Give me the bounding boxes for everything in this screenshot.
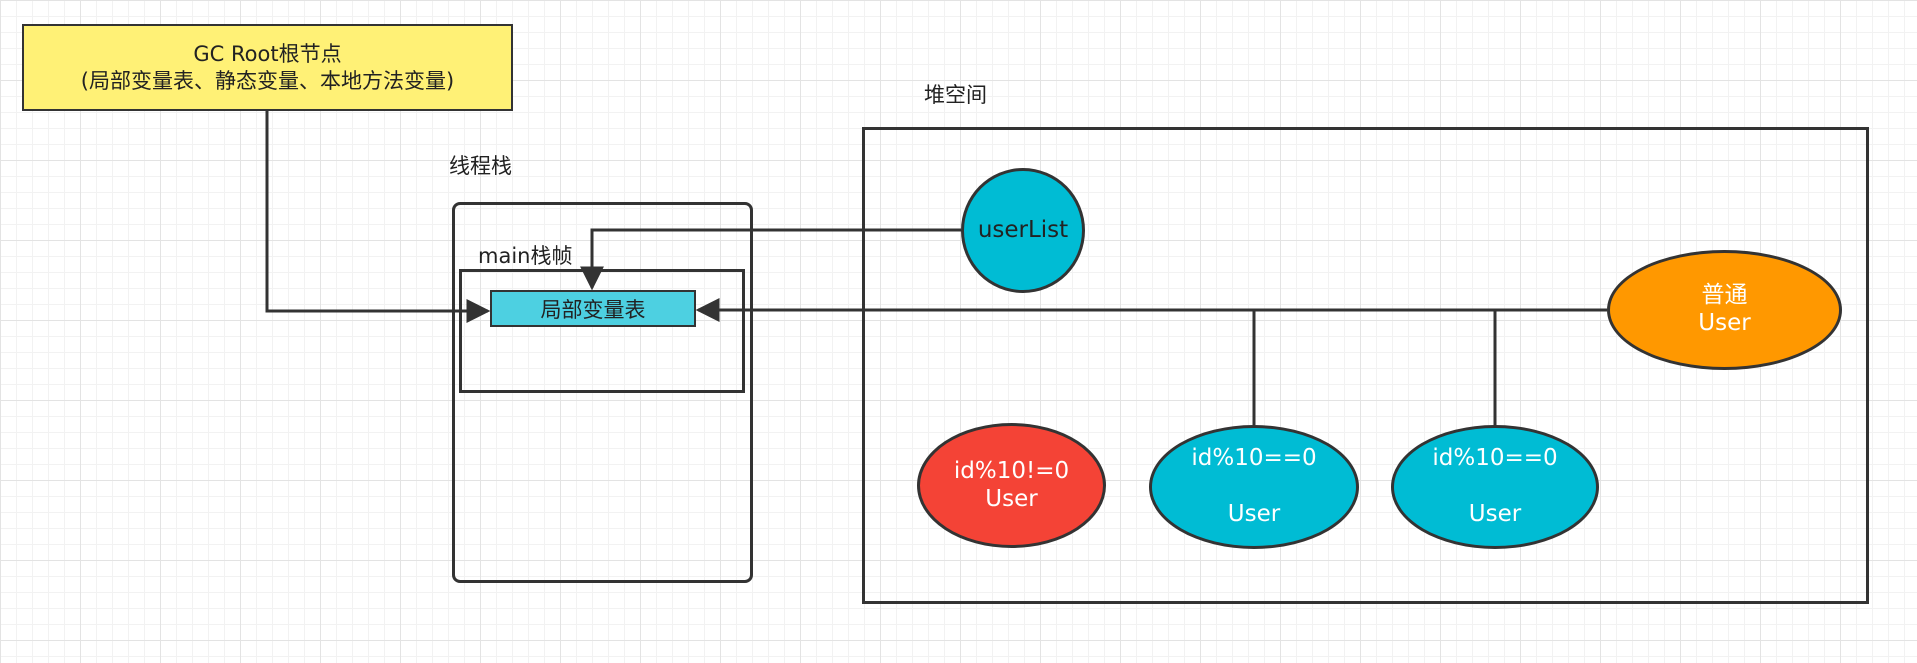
heap-label: 堆空间	[924, 83, 987, 107]
garbage-user-line1: id%10!=0	[953, 457, 1070, 484]
retained-user-1-line2: User	[1227, 501, 1281, 527]
local-variable-table-label: 局部变量表	[540, 297, 646, 322]
normal-user-line2: User	[1698, 310, 1751, 336]
main-stack-frame	[459, 269, 745, 393]
retained-user-2-line2: User	[1468, 501, 1522, 527]
normal-user-line1: 普通	[1701, 282, 1748, 309]
local-variable-table: 局部变量表	[490, 290, 696, 327]
garbage-user-node: id%10!=0 User	[917, 423, 1106, 548]
userlist-to-locals-arrow	[580, 228, 961, 291]
gcroot-to-locals-arrow	[265, 111, 491, 323]
userlist-node-label: userList	[977, 216, 1069, 243]
thread-stack-label: 线程栈	[449, 154, 512, 178]
retained-user-node-1: id%10==0 User	[1149, 425, 1359, 549]
retained-user-2-line1: id%10==0	[1432, 445, 1558, 472]
retained-user-1-line1: id%10==0	[1191, 445, 1317, 472]
retained-user-node-2: id%10==0 User	[1391, 425, 1599, 549]
gc-root-subtitle: (局部变量表、静态变量、本地方法变量)	[80, 68, 455, 93]
heap-space-container	[862, 127, 1869, 604]
normal-user-node: 普通 User	[1607, 250, 1842, 370]
gc-root-box: GC Root根节点 (局部变量表、静态变量、本地方法变量)	[22, 24, 513, 111]
garbage-user-line2: User	[985, 485, 1038, 512]
main-frame-label: main栈帧	[478, 244, 573, 268]
userlist-node: userList	[961, 168, 1085, 293]
gc-root-title: GC Root根节点	[193, 41, 342, 66]
thread-stack-container	[452, 202, 753, 583]
